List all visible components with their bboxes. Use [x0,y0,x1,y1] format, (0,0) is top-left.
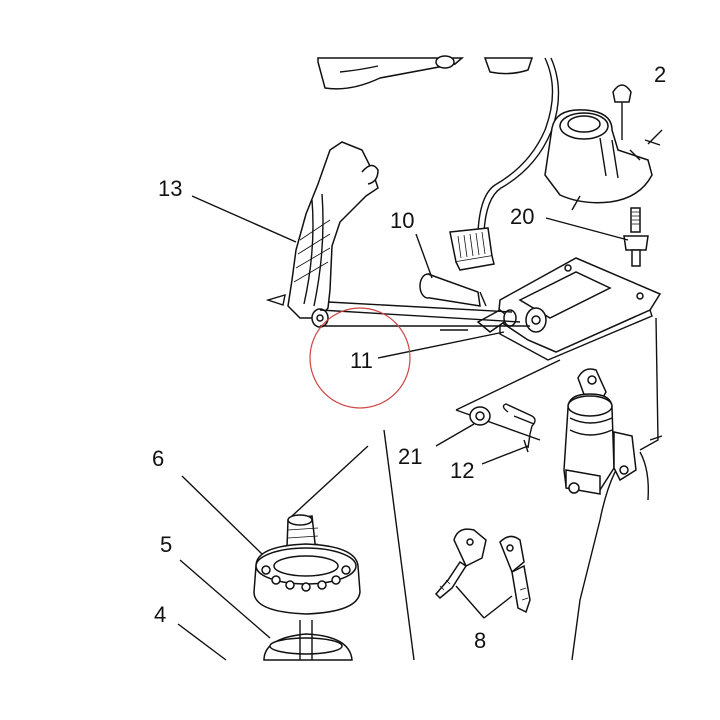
assembly-lines [319,301,530,331]
label-10: 10 [390,208,414,233]
top-connector-part [483,57,534,75]
part-2-cap [612,84,632,140]
part-8-keys [434,528,531,614]
ignition-housing [544,109,661,211]
part-20-screw [623,207,649,267]
label-2: 2 [654,62,666,87]
part-13-lever [265,141,379,328]
ignition-switch [563,368,637,495]
right-plate-outline [455,317,663,661]
label-20: 20 [510,204,534,229]
label-8: 8 [474,628,486,653]
bearing-balls [261,565,351,592]
part-12-clip [502,403,536,453]
part-21-washer [469,406,491,426]
label-5: 5 [160,532,172,557]
steering-column [253,429,415,661]
bracket-plate [476,257,662,361]
wire-harness [477,57,560,233]
part-10-bolt [419,273,487,307]
leader-lines [177,129,663,661]
label-21: 21 [398,444,422,469]
label-4: 4 [154,602,166,627]
label-6: 6 [152,446,164,471]
wire-connector-plug [449,227,495,271]
highlight-circle [309,307,411,409]
top-grip-part [317,55,465,90]
label-12: 12 [450,458,474,483]
label-13: 13 [158,176,182,201]
label-11: 11 [350,348,373,373]
